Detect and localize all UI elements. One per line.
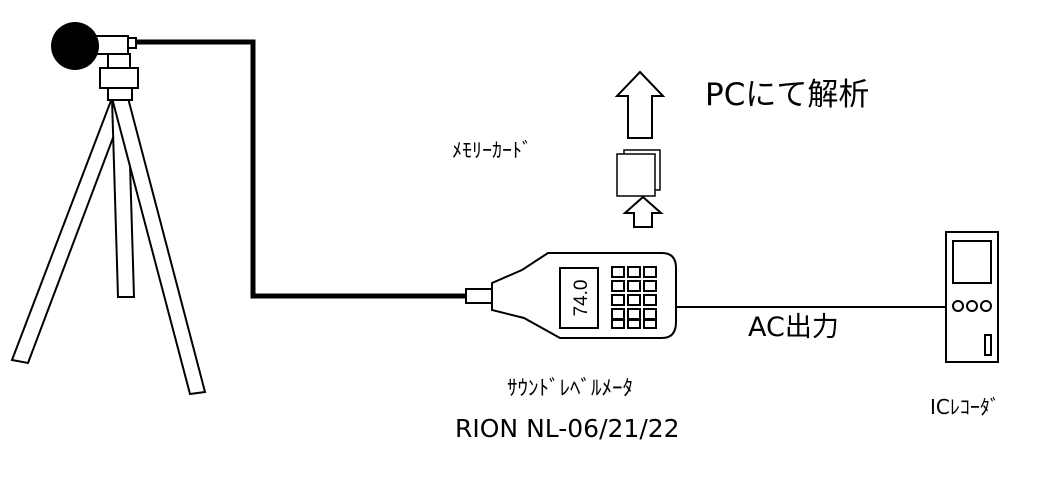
ac-output-label: AC出力 <box>748 312 839 343</box>
up-arrow-icon <box>614 70 666 139</box>
tripod-icon <box>10 53 207 396</box>
sound-level-meter-icon: 74.0 <box>465 252 677 339</box>
up-arrow-icon <box>622 195 664 228</box>
ic-recorder-label: ICﾚｺｰﾀﾞ <box>930 395 1000 419</box>
pc-analysis-label: PCにて解析 <box>705 77 870 113</box>
ic-recorder-icon <box>945 231 999 363</box>
microphone-cable <box>136 39 466 299</box>
memory-card-icon <box>616 149 661 197</box>
meter-display-value: 74.0 <box>571 280 592 317</box>
meter-model-label: RION NL-06/21/22 <box>455 414 680 443</box>
memory-card-label: ﾒﾓﾘｰｶｰﾄﾞ <box>452 138 532 162</box>
sound-level-meter-label: ｻｳﾝﾄﾞﾚﾍﾞﾙﾒｰﾀ <box>507 376 633 400</box>
meter-keypad <box>611 266 657 329</box>
microphone-icon <box>51 22 137 70</box>
